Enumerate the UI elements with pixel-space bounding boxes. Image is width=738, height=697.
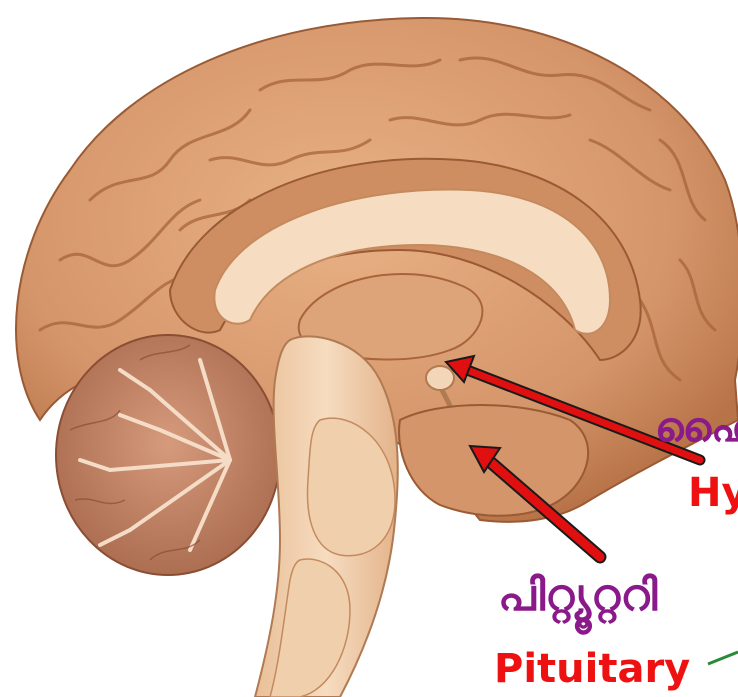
pituitary-label-malayalam: പിറ്റ്യൂറ്ററി <box>498 570 657 621</box>
hypothalamus-label-malayalam: ഹൈ <box>655 405 738 451</box>
hypothalamus-label-english: Hy <box>688 470 738 516</box>
leader-line <box>708 652 738 664</box>
hypothalamus-region <box>426 366 454 390</box>
cerebellum <box>56 335 280 575</box>
pituitary-label-english: Pituitary <box>494 646 690 692</box>
